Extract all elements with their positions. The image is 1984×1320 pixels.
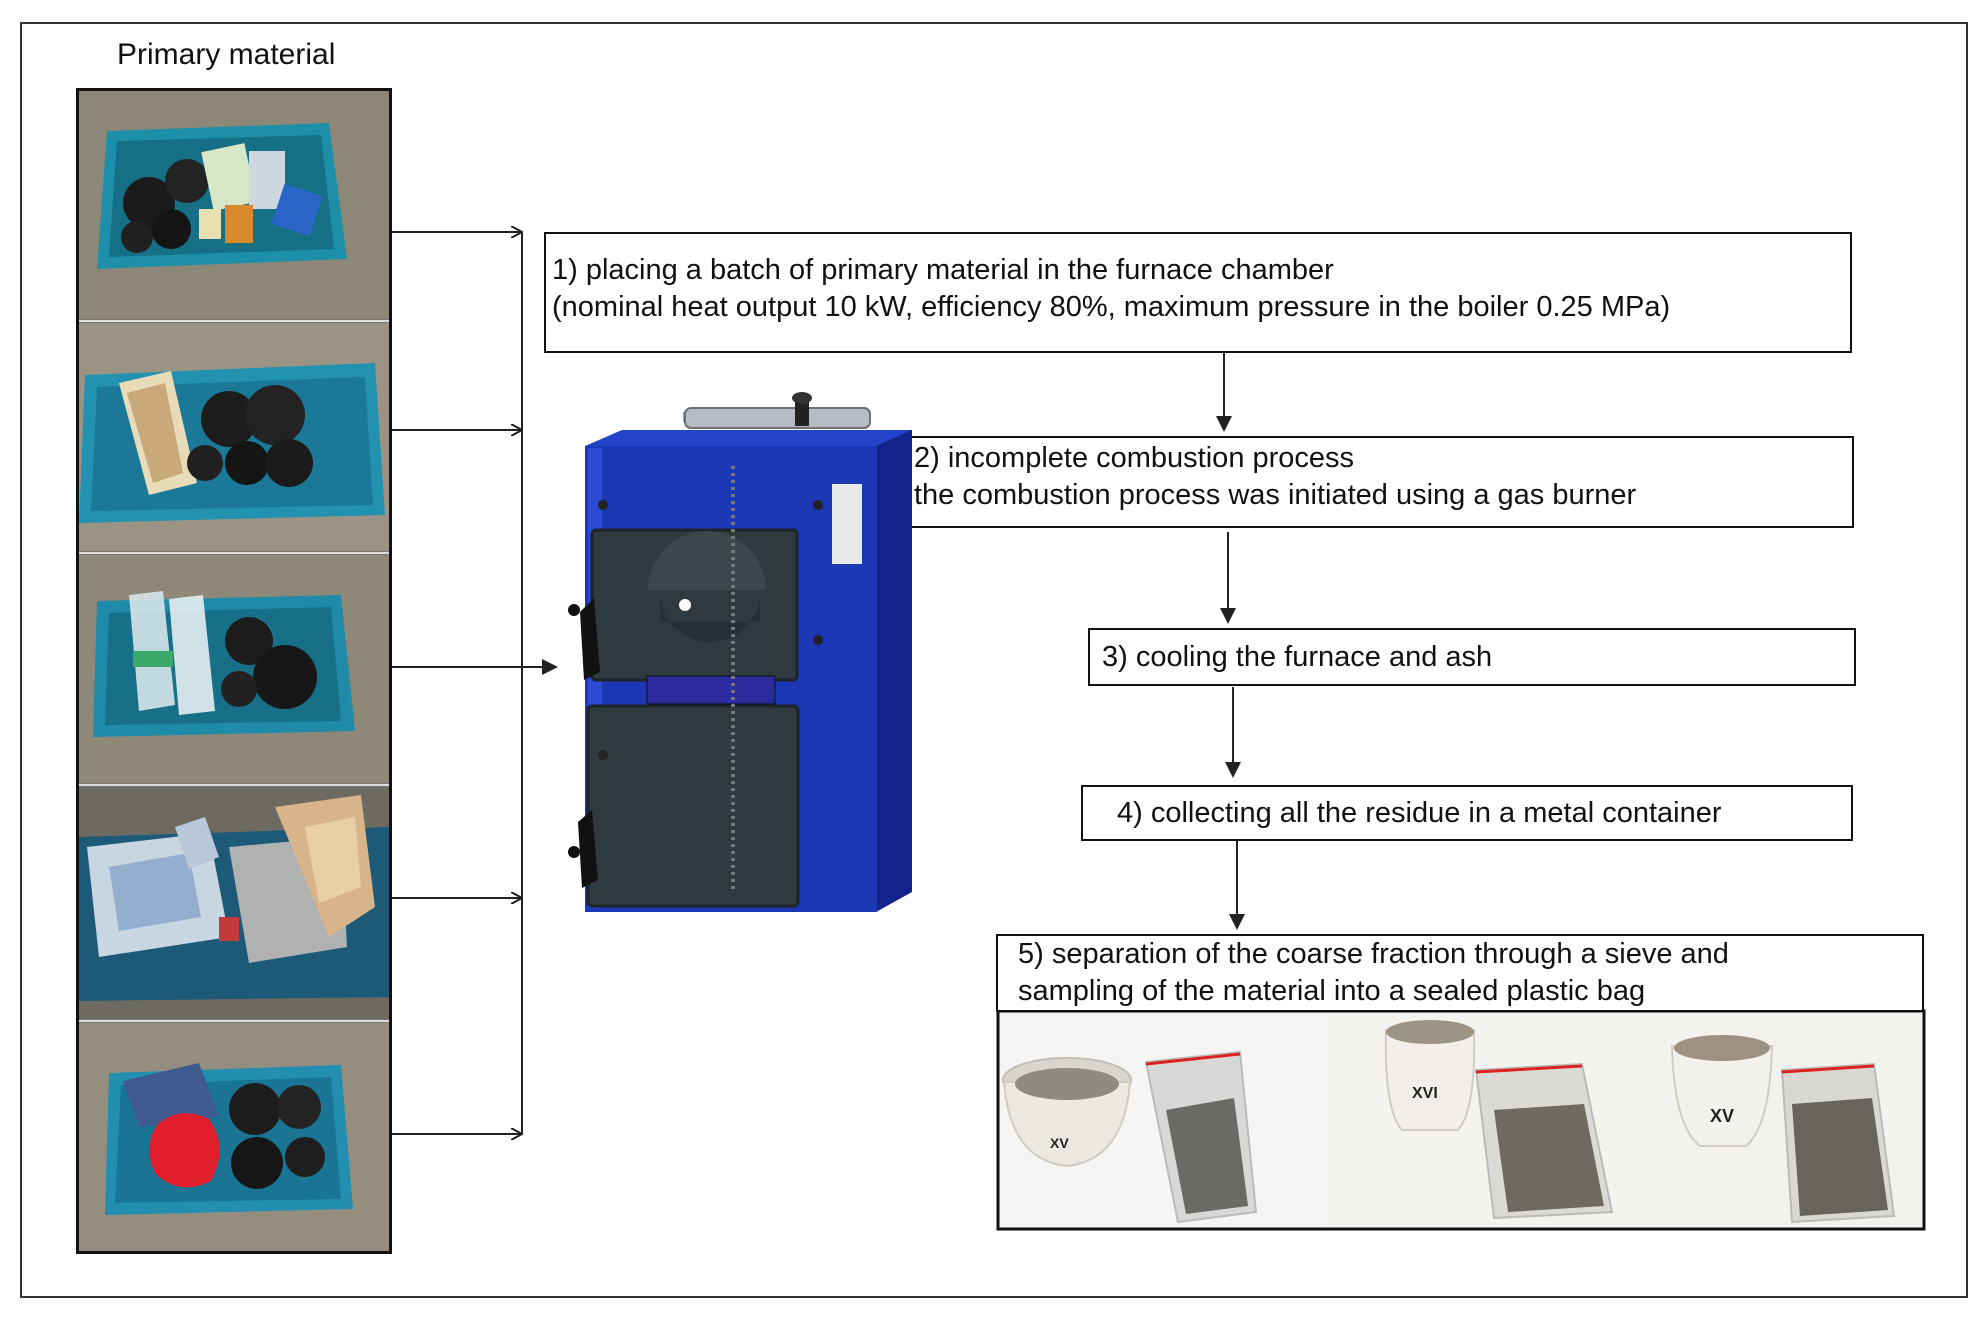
step-1-line-1: 1) placing a batch of primary material i… [552, 254, 1334, 286]
primary-material-title: Primary material [117, 38, 336, 71]
photo-basket-textiles-coal [79, 1023, 389, 1251]
sample-label-3: XV [1710, 1106, 1734, 1126]
photo-basket-wood-coal [79, 323, 389, 551]
step-2-box: 2) incomplete combustion process the com… [912, 436, 1854, 528]
photo-to-collector-arrows [392, 232, 558, 1134]
step-3-line-1: 3) cooling the furnace and ash [1102, 641, 1493, 673]
step-5-box: 5) separation of the coarse fraction thr… [996, 934, 1924, 1012]
sample-photo-1: XV [1000, 1013, 1327, 1227]
step-2-line-2: the combustion process was initiated usi… [914, 479, 1637, 511]
step-3-box: 3) cooling the furnace and ash [1088, 628, 1856, 686]
sample-label-1: XV [1050, 1135, 1069, 1151]
photo-basket-plastic-bottles-coal [79, 555, 389, 783]
photo-basket-paper-cardboard [79, 787, 389, 1019]
step-5-line-2: sampling of the material into a sealed p… [1018, 975, 1646, 1007]
sample-label-2: XVI [1412, 1085, 1438, 1102]
photo-basket-coal-plastic-wrappers [79, 91, 389, 319]
boiler-furnace-illustration [568, 392, 912, 912]
sample-photo-3: XV [1646, 1013, 1922, 1227]
figure-frame [20, 22, 1968, 1298]
step-5-line-1: 5) separation of the coarse fraction thr… [1018, 938, 1729, 970]
sample-photo-2: XVI [1329, 1013, 1644, 1227]
step-2-line-1: 2) incomplete combustion process [914, 442, 1355, 474]
step-1-box: 1) placing a batch of primary material i… [544, 232, 1852, 353]
primary-material-photo-column [76, 88, 392, 1254]
step-4-box: 4) collecting all the residue in a metal… [1081, 785, 1853, 841]
step-connector-arrows [1216, 353, 1245, 930]
step-1-line-2: (nominal heat output 10 kW, efficiency 8… [552, 291, 1671, 323]
step-4-line-1: 4) collecting all the residue in a metal… [1117, 797, 1722, 829]
